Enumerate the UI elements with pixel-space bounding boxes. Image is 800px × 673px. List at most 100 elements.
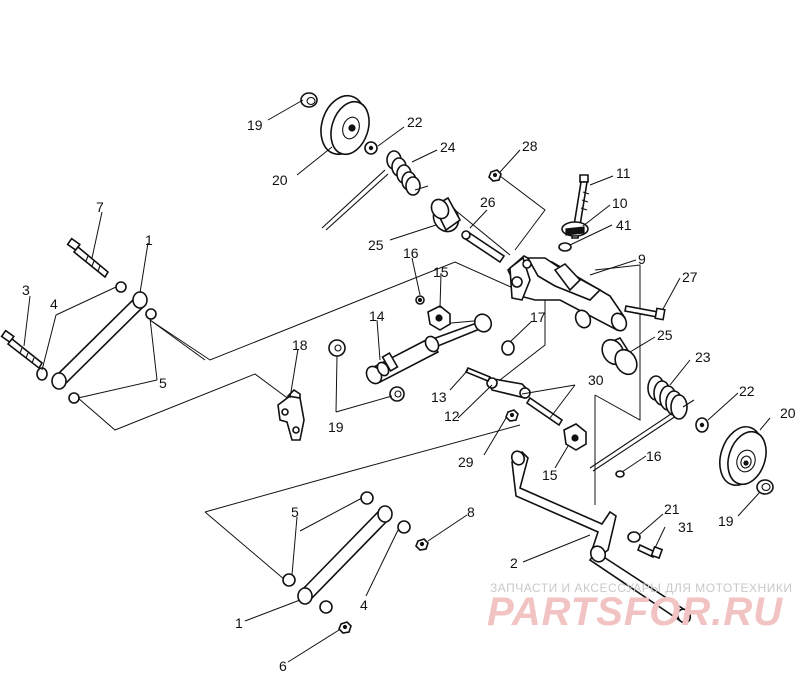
callout-31: 31 bbox=[678, 519, 694, 535]
callout-19-shock: 19 bbox=[328, 419, 344, 435]
watermark: ЗАПЧАСТИ И АКСЕССУАРЫ ДЛЯ МОТОТЕХНИКИ PA… bbox=[487, 581, 792, 634]
callout-13: 13 bbox=[431, 389, 447, 405]
callout-4-lower: 4 bbox=[360, 597, 368, 613]
callout-1-upper: 1 bbox=[145, 232, 153, 248]
bolt-7 bbox=[66, 237, 110, 279]
callout-24: 24 bbox=[440, 139, 456, 155]
bracket-18 bbox=[277, 388, 305, 441]
callout-21: 21 bbox=[664, 501, 680, 517]
callout-22-lower: 22 bbox=[739, 383, 755, 399]
link-arm-1-lower bbox=[297, 505, 393, 605]
nut-16-lower bbox=[615, 470, 625, 478]
callout-25-upper: 25 bbox=[368, 237, 384, 253]
spacer-17 bbox=[501, 340, 515, 356]
callout-labels: 19 20 22 24 28 11 10 41 26 25 9 27 7 1 3… bbox=[22, 114, 796, 673]
callout-6: 6 bbox=[279, 658, 287, 673]
dash-upper-link-top bbox=[149, 261, 541, 361]
washer-4-upper-a bbox=[115, 281, 127, 293]
bushing-15-upper bbox=[427, 305, 451, 331]
dash-lower-link-left bbox=[204, 511, 286, 581]
leader-lines bbox=[23, 99, 771, 663]
nut-8 bbox=[415, 538, 429, 551]
bushing-5-upper-b bbox=[68, 392, 80, 404]
bolt-3 bbox=[0, 329, 44, 370]
dash-shaft-top bbox=[499, 175, 546, 251]
pad-10 bbox=[561, 221, 589, 237]
callout-20-upper: 20 bbox=[272, 172, 288, 188]
callout-5-upper: 5 bbox=[159, 375, 167, 391]
dash-upper-link-bottom bbox=[77, 373, 291, 431]
washer-22-lower bbox=[695, 417, 709, 433]
washer-19-shock-b bbox=[389, 386, 405, 402]
bushing-19-lower bbox=[756, 479, 774, 495]
link-12 bbox=[486, 376, 532, 399]
dash-upper-link-left bbox=[149, 319, 206, 361]
washer-4-lower-a bbox=[397, 520, 411, 534]
callout-8: 8 bbox=[467, 504, 475, 520]
callout-7: 7 bbox=[96, 199, 104, 215]
link-arm-1-upper bbox=[51, 291, 148, 390]
washer-19-shock-a bbox=[328, 339, 346, 357]
dash-shaft-26 bbox=[454, 209, 511, 256]
callout-30: 30 bbox=[588, 372, 604, 388]
callout-41: 41 bbox=[616, 217, 632, 233]
washer-41 bbox=[558, 242, 572, 252]
callout-16-lower: 16 bbox=[646, 448, 662, 464]
rod-30 bbox=[525, 396, 564, 427]
watermark-brand: PARTSFOR.RU bbox=[487, 590, 783, 634]
bushing-5-lower-b bbox=[282, 573, 296, 587]
callout-5-lower: 5 bbox=[291, 504, 299, 520]
callout-16-upper: 16 bbox=[403, 245, 419, 261]
callout-25-lower: 25 bbox=[657, 327, 673, 343]
bushing-15-lower bbox=[563, 423, 587, 451]
shock-absorber-14 bbox=[365, 313, 493, 385]
nut-6 bbox=[338, 621, 352, 634]
pin-13 bbox=[464, 366, 492, 383]
callout-2: 2 bbox=[510, 555, 518, 571]
callout-23: 23 bbox=[695, 349, 711, 365]
washer-21 bbox=[627, 531, 641, 543]
torsion-spring-23 bbox=[589, 375, 695, 472]
callout-1-lower: 1 bbox=[235, 615, 243, 631]
callout-22-upper: 22 bbox=[407, 114, 423, 130]
dash-right-side bbox=[594, 264, 641, 421]
callout-19-lower: 19 bbox=[718, 513, 734, 529]
idler-wheel-lower bbox=[719, 426, 767, 486]
bolt-31 bbox=[636, 543, 664, 560]
axle-arm-2 bbox=[510, 450, 692, 624]
callout-29: 29 bbox=[458, 454, 474, 470]
callout-4-upper: 4 bbox=[50, 296, 58, 312]
callout-19-upper: 19 bbox=[247, 117, 263, 133]
bushing-19-upper bbox=[300, 92, 318, 108]
washer-22-upper bbox=[364, 141, 378, 155]
rocker-frame-9 bbox=[507, 255, 628, 332]
nut-28 bbox=[488, 169, 502, 182]
callout-10: 10 bbox=[612, 195, 628, 211]
callout-9: 9 bbox=[638, 251, 646, 267]
shaft-26 bbox=[461, 230, 506, 264]
watermark-tagline: ЗАПЧАСТИ И АКСЕССУАРЫ ДЛЯ МОТОТЕХНИКИ bbox=[490, 581, 792, 595]
bushing-5-upper-a bbox=[145, 308, 157, 320]
callout-28: 28 bbox=[522, 138, 538, 154]
nut-16-upper bbox=[415, 295, 425, 305]
callout-12: 12 bbox=[444, 408, 460, 424]
callout-26: 26 bbox=[480, 194, 496, 210]
callout-15-lower: 15 bbox=[542, 467, 558, 483]
dash-lower-link-top bbox=[204, 424, 521, 513]
callout-20-lower: 20 bbox=[780, 405, 796, 421]
callout-14: 14 bbox=[369, 308, 385, 324]
washer-4-lower-b bbox=[319, 600, 333, 614]
callout-3: 3 bbox=[22, 282, 30, 298]
spacer-25-lower bbox=[601, 336, 638, 376]
callout-11: 11 bbox=[616, 165, 631, 181]
idler-wheel-upper bbox=[320, 94, 370, 156]
bolt-27 bbox=[624, 305, 666, 321]
callout-27: 27 bbox=[682, 269, 698, 285]
nut-29 bbox=[505, 409, 519, 422]
bushing-5-lower-a bbox=[360, 491, 374, 505]
callout-17: 17 bbox=[530, 309, 546, 325]
callout-15-upper: 15 bbox=[433, 264, 449, 280]
torsion-spring-24 bbox=[321, 150, 429, 231]
spacer-25-upper bbox=[430, 196, 462, 233]
